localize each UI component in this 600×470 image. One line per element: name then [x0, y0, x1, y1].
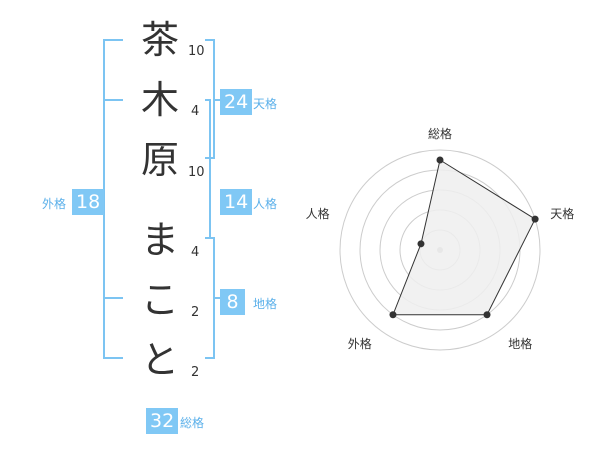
gaikaku-label: 外格 — [42, 197, 67, 211]
stroke-count-1: 10 — [188, 44, 205, 59]
radar-chart: 総格 天格 地格 外格 人格 — [306, 126, 575, 351]
radar-point-1 — [436, 156, 444, 164]
radar-axis-label-3: 地格 — [508, 336, 532, 351]
radar-point-3 — [483, 311, 491, 319]
chikaku-label: 地格 — [253, 297, 278, 311]
name-char-5: こ — [140, 278, 179, 322]
name-char-1: 茶 — [140, 18, 179, 62]
stroke-count-6: 2 — [191, 365, 200, 380]
soukaku-label: 総格 — [180, 416, 205, 430]
radar-axis-label-2: 天格 — [550, 206, 574, 221]
name-char-4: ま — [140, 218, 179, 262]
radar-point-4 — [389, 311, 397, 319]
soukaku-value: 32 — [146, 408, 179, 434]
stroke-count-4: 4 — [191, 245, 200, 260]
stroke-count-3: 10 — [188, 165, 205, 180]
jinkaku-value: 14 — [220, 189, 253, 215]
name-char-2: 木 — [140, 78, 179, 122]
chikaku-value: 8 — [220, 289, 245, 315]
jinkaku-label: 人格 — [253, 197, 278, 211]
radar-axis-label-4: 外格 — [348, 336, 372, 351]
stroke-count-2: 4 — [191, 104, 200, 119]
gaikaku-value: 18 — [72, 189, 105, 215]
stroke-count-5: 2 — [191, 305, 200, 320]
radar-ring — [339, 149, 541, 351]
radar-point-2 — [531, 215, 539, 223]
name-char-3: 原 — [140, 138, 179, 182]
radar-area — [392, 159, 536, 316]
radar-axis-label-1: 総格 — [428, 126, 452, 141]
radar-points — [389, 156, 539, 319]
tenkaku-label: 天格 — [253, 97, 278, 111]
radar-point-5 — [417, 240, 425, 248]
tenkaku-value: 24 — [220, 89, 253, 115]
name-char-6: と — [140, 338, 179, 382]
gaikaku-bracket — [103, 39, 123, 359]
radar-axis-label-5: 人格 — [306, 206, 330, 221]
chikaku-bracket — [205, 237, 215, 359]
jinkaku-bracket — [205, 99, 211, 239]
